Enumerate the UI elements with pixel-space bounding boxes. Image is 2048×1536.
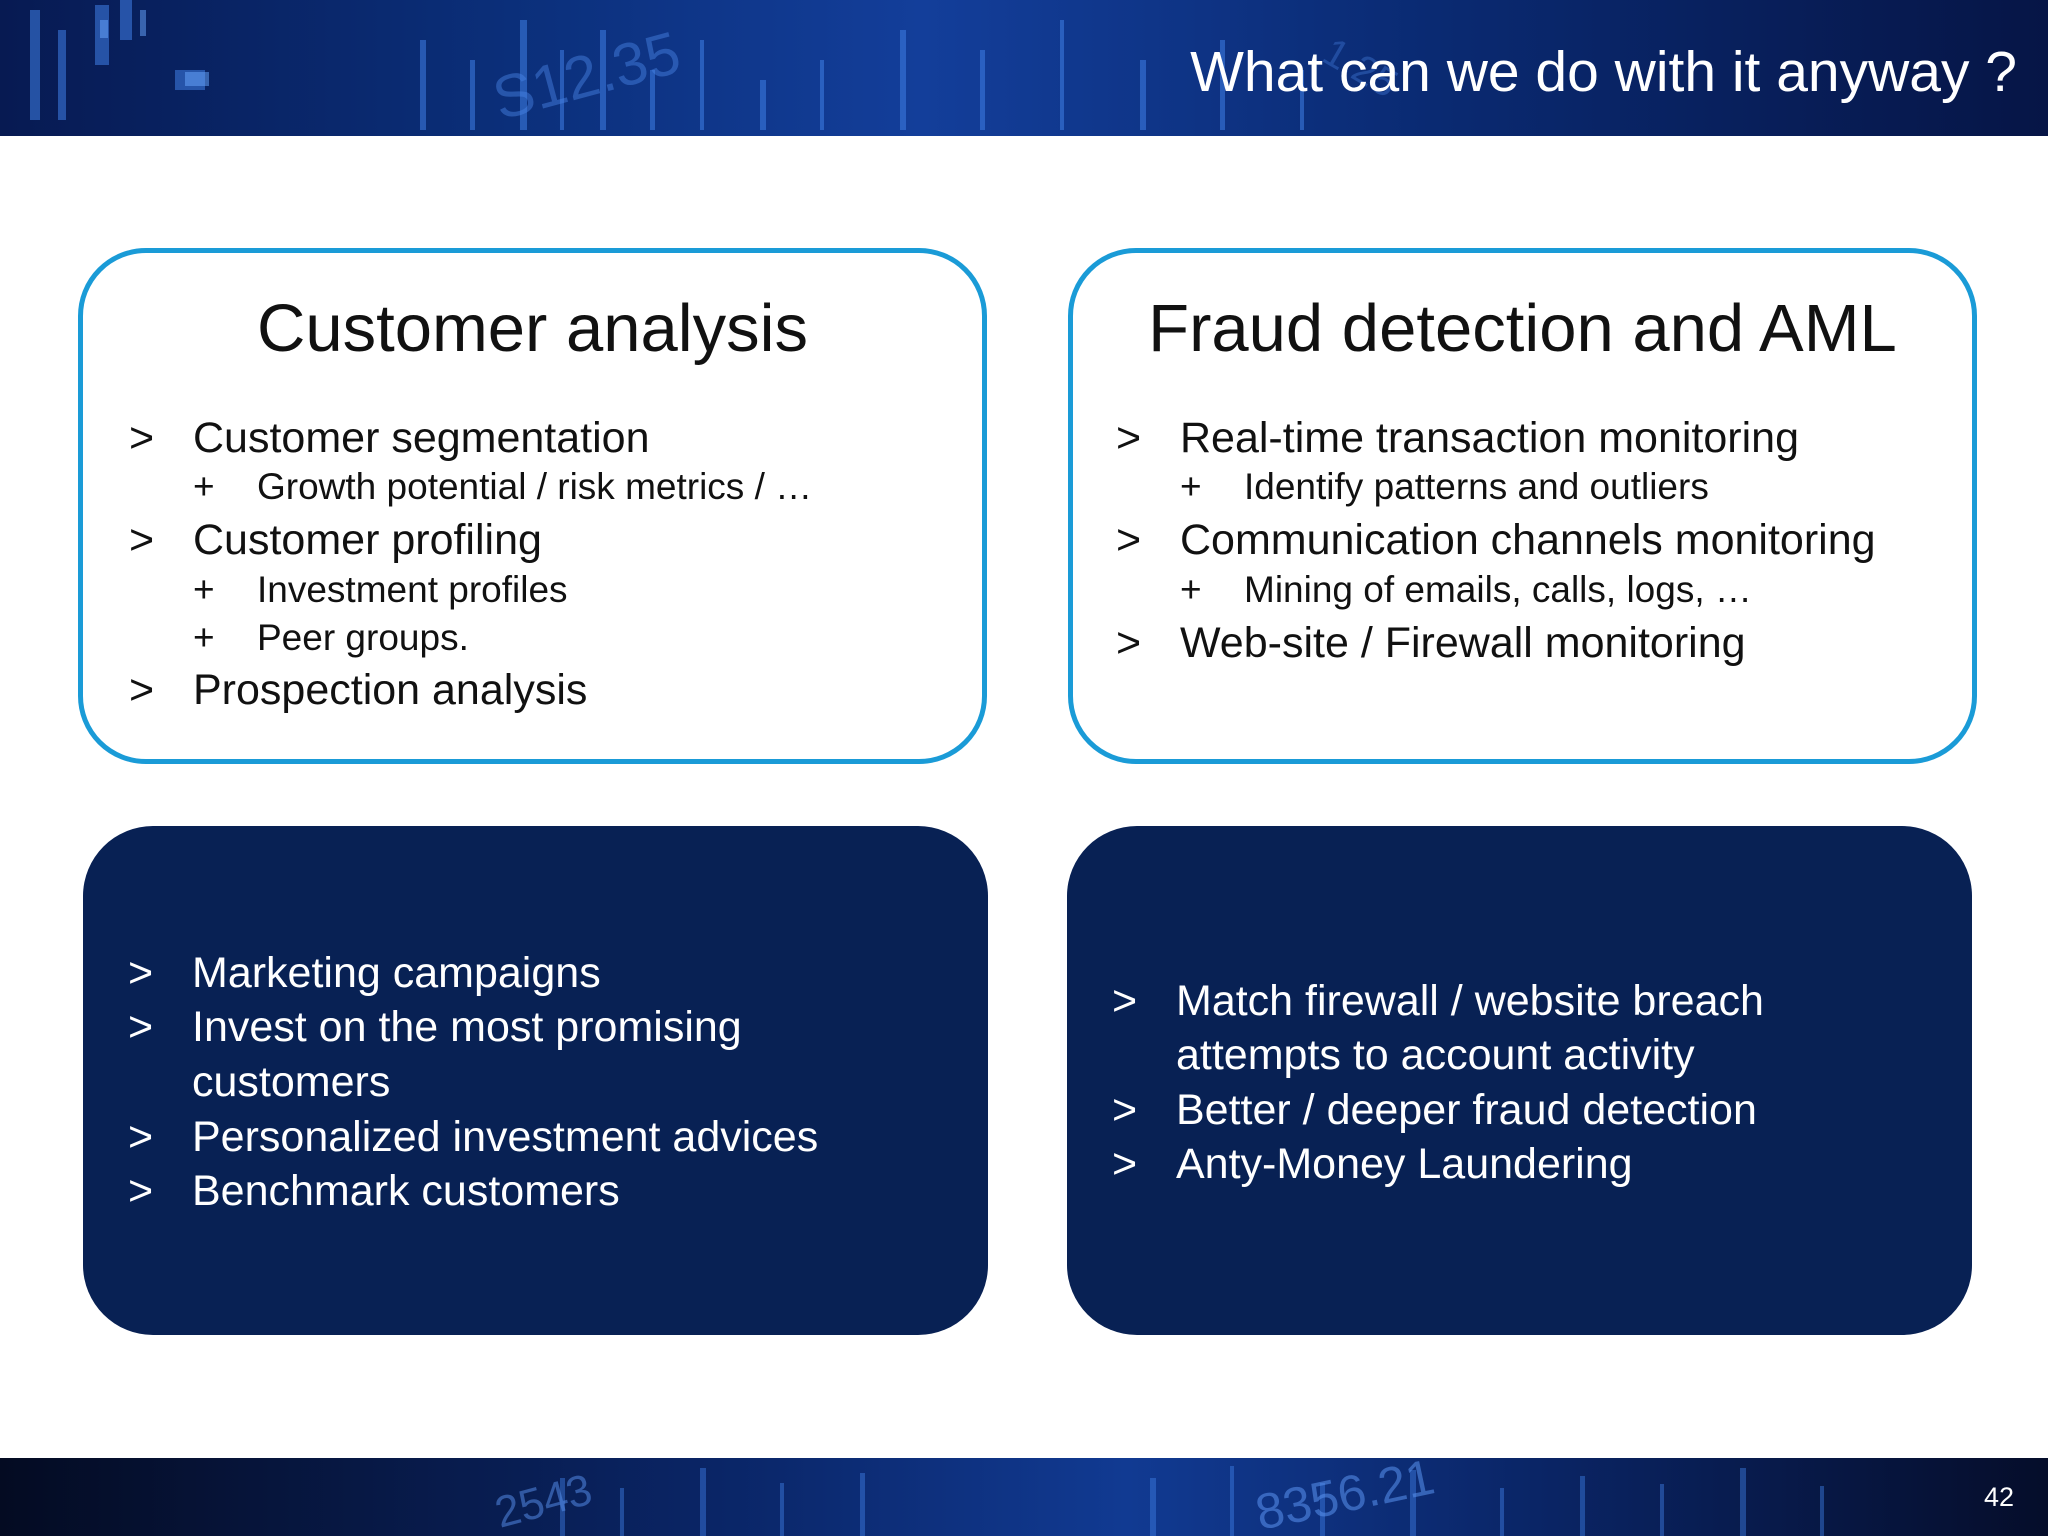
- sub-bullet-marker: +: [193, 569, 215, 610]
- customer-uses-box: > Marketing campaigns > Invest on the mo…: [83, 826, 988, 1335]
- bullet-marker: >: [128, 1167, 154, 1215]
- fraud-uses-box: > Match firewall / website breach attemp…: [1067, 826, 1972, 1335]
- list-item-label: Customer profiling: [193, 516, 542, 564]
- svg-text:2543: 2543: [490, 1465, 597, 1536]
- sub-list-item-label: Identify patterns and outliers: [1244, 466, 1709, 507]
- fraud-detection-title: Fraud detection and AML: [1148, 291, 1897, 366]
- bullet-marker: >: [128, 1003, 154, 1051]
- customer-analysis-box: Customer analysis > Customer segmentatio…: [78, 248, 987, 764]
- list-item-label: Communication channels monitoring: [1180, 516, 1876, 564]
- list-item-label: Match firewall / website breach: [1176, 977, 1764, 1025]
- list-item-label: Marketing campaigns: [192, 949, 601, 997]
- list-item-label-line-2: customers: [192, 1058, 391, 1106]
- sub-list-item-label: Growth potential / risk metrics / …: [257, 466, 813, 507]
- list-item-label: Customer segmentation: [193, 414, 650, 462]
- bullet-marker: >: [1116, 516, 1142, 564]
- list-item-label: Personalized investment advices: [192, 1113, 819, 1161]
- sub-list-item-label: Investment profiles: [257, 569, 568, 610]
- list-item-label: Invest on the most promising: [192, 1003, 742, 1051]
- slide-title: What can we do with it anyway ?: [1190, 40, 2017, 104]
- sub-bullet-marker: +: [193, 466, 215, 507]
- bullet-marker: >: [1116, 414, 1142, 462]
- list-item-label-line-2: attempts to account activity: [1176, 1031, 1695, 1079]
- sub-list-item-label: Peer groups.: [257, 617, 469, 658]
- bullet-marker: >: [1112, 977, 1138, 1025]
- list-item-label: Anty-Money Laundering: [1176, 1140, 1633, 1188]
- customer-analysis-title: Customer analysis: [256, 291, 809, 366]
- bullet-marker: >: [128, 949, 154, 997]
- sub-bullet-marker: +: [1180, 569, 1202, 610]
- stock-ticker-background-image: S12.35 1.25: [30, 0, 1405, 133]
- list-item-label: Web-site / Firewall monitoring: [1180, 619, 1746, 667]
- fraud-detection-box: Fraud detection and AML > Real-time tran…: [1068, 248, 1977, 764]
- stock-ticker-background-image: 2543 8356.21: [490, 1458, 1824, 1536]
- list-item-label: Real-time transaction monitoring: [1180, 414, 1799, 462]
- list-item-label: Benchmark customers: [192, 1167, 620, 1215]
- bullet-marker: >: [128, 1113, 154, 1161]
- bullet-marker: >: [1112, 1086, 1138, 1134]
- sub-bullet-marker: +: [193, 617, 215, 658]
- bullet-marker: >: [129, 414, 155, 462]
- sub-bullet-marker: +: [1180, 466, 1202, 507]
- page-number: 42: [1983, 1482, 2014, 1512]
- sub-list-item-label: Mining of emails, calls, logs, …: [1244, 569, 1752, 610]
- list-item-label: Better / deeper fraud detection: [1176, 1086, 1757, 1134]
- header-banner: S12.35 1.25 What can we do with it anywa…: [0, 0, 2048, 136]
- bullet-marker: >: [1112, 1140, 1138, 1188]
- bullet-marker: >: [1116, 619, 1142, 667]
- bullet-marker: >: [129, 516, 155, 564]
- svg-text:S12.35: S12.35: [486, 19, 687, 133]
- footer-banner: 2543 8356.21 42: [0, 1458, 2048, 1536]
- list-item-label: Prospection analysis: [193, 666, 588, 714]
- bullet-marker: >: [129, 666, 155, 714]
